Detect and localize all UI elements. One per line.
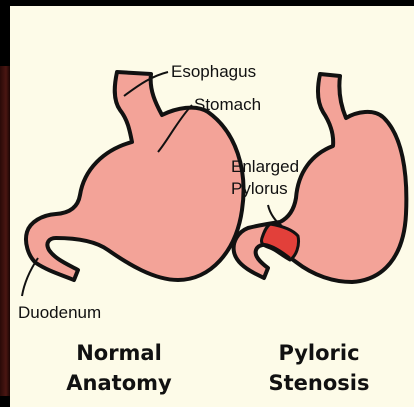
esophagus-label: Esophagus	[171, 62, 256, 81]
pylorus-label-line2: Pylorus	[231, 179, 288, 198]
normal-caption-line1: Normal	[34, 338, 204, 368]
stenosis-caption-line1: Pyloric	[234, 338, 404, 368]
normal-anatomy-caption: Normal Anatomy	[34, 338, 204, 398]
pyloric-stenosis-caption: Pyloric Stenosis	[234, 338, 404, 398]
enlarged-label-line1: Enlarged	[231, 157, 299, 176]
normal-caption-line2: Anatomy	[34, 368, 204, 398]
stomach-label: Stomach	[194, 95, 261, 114]
stenosis-caption-line2: Stenosis	[234, 368, 404, 398]
duodenum-label: Duodenum	[18, 303, 101, 322]
